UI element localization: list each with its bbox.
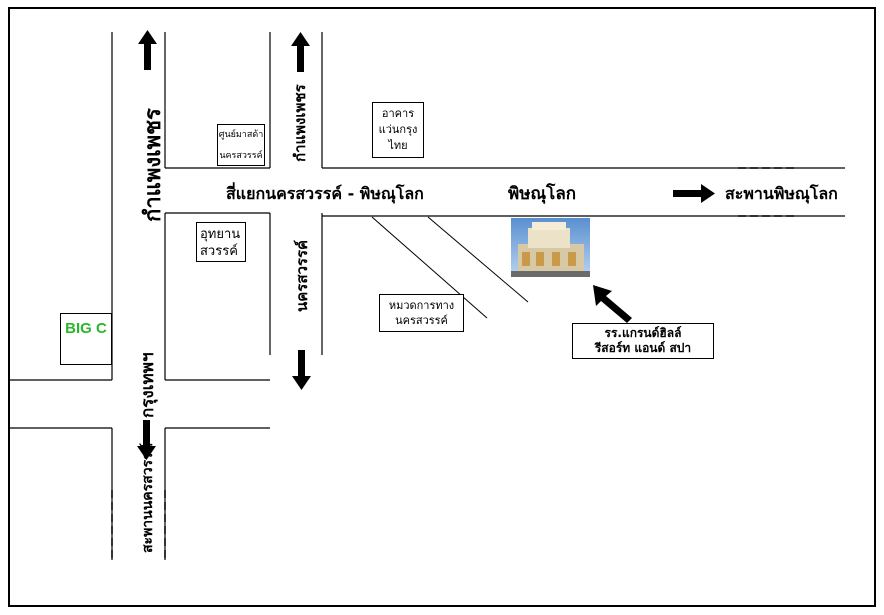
mazda-center-label: ศูนย์มาสด้า นครสวรรค์ xyxy=(217,124,265,166)
hotel-photo xyxy=(511,218,590,277)
arrow-down-middle-icon xyxy=(292,350,311,390)
map-frame xyxy=(8,7,876,607)
bank-building-label: อาคาร แว่นกรุง ไทย xyxy=(372,102,424,158)
park-line2: สวรรค์ xyxy=(200,244,238,259)
highway-office-line1: หมวดการทาง xyxy=(388,299,455,312)
road-label-kamphaeng-left: กำแพงเพชร xyxy=(141,108,166,222)
road-label-phitsanulok: พิษณุโลก xyxy=(508,183,576,204)
road-label-kamphaeng-right: กำแพงเพชร xyxy=(291,83,309,162)
left-horizontal-road xyxy=(9,379,112,429)
road-label-phitsanulok-bridge: สะพานพิษณุโลก xyxy=(725,183,838,204)
hotel-label: รร.แกรนด์ฮิลล์ รีสอร์ท แอนด์ สปา xyxy=(572,323,714,359)
park-label: อุทยาน สวรรค์ xyxy=(196,222,246,262)
mazda-center-line1: ศูนย์มาสด้า xyxy=(218,130,264,140)
arrow-up-middle-icon xyxy=(291,32,310,72)
hotel-line1: รร.แกรนด์ฮิลล์ xyxy=(604,326,682,340)
bank-building-line2: แว่นกรุง xyxy=(378,123,418,136)
arrow-up-left-icon xyxy=(138,30,157,70)
bridge-marks-right xyxy=(738,167,798,217)
bank-building-line3: ไทย xyxy=(388,139,408,152)
road-label-nakhon-sawan: นครสวรรค์ xyxy=(293,240,311,312)
arrow-right-icon xyxy=(673,184,715,203)
bigc-label: BIG C xyxy=(60,313,112,365)
arrow-down-left-icon xyxy=(137,420,156,460)
road-label-intersection: สี่แยกนครสวรรค์ - พิษณุโลก xyxy=(226,182,424,204)
highway-office-label: หมวดการทาง นครสวรรค์ xyxy=(379,294,464,332)
mazda-center-line2: นครสวรรค์ xyxy=(219,151,263,161)
park-line1: อุทยาน xyxy=(200,227,241,242)
hotel-line2: รีสอร์ท แอนด์ สปา xyxy=(594,341,692,355)
bank-building-line1: อาคาร xyxy=(381,107,415,120)
diagonal-roads xyxy=(371,216,529,319)
left-vertical-road xyxy=(111,32,271,560)
bridge-marks-bottom xyxy=(111,490,166,560)
road-label-krungthep: กรุงเทพฯ xyxy=(138,353,158,419)
arrow-to-hotel-icon xyxy=(593,285,632,323)
road-label-nakhon-sawan-bridge: สะพานนครสวรรค์ xyxy=(139,443,156,553)
highway-office-line2: นครสวรรค์ xyxy=(395,314,448,327)
